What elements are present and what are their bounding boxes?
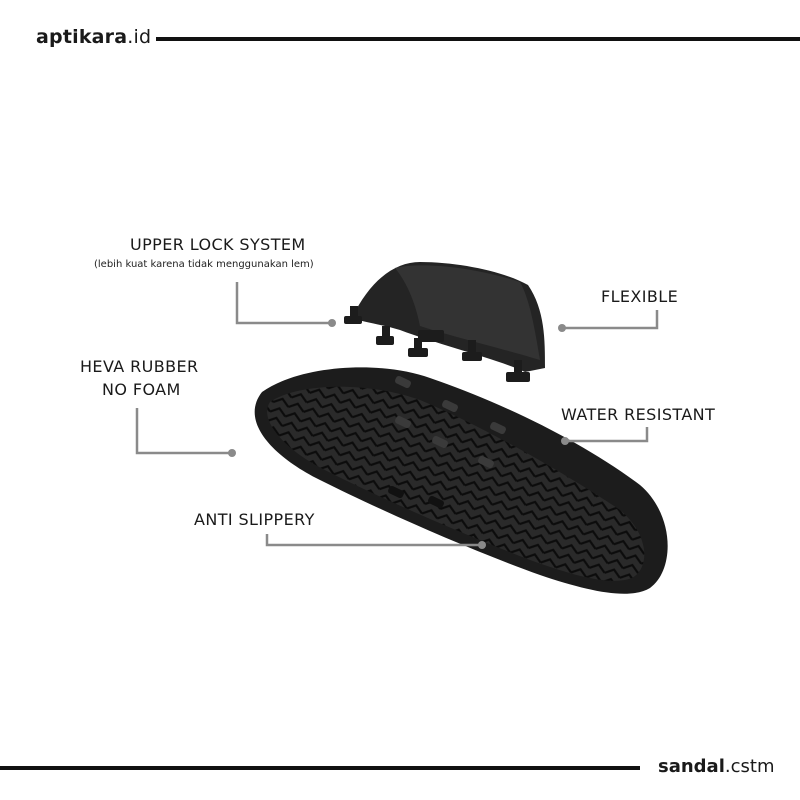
heva-title: HEVA RUBBER [80,357,199,376]
footer-brand-name: sandal [658,756,725,777]
upper-lock-title: UPPER LOCK SYSTEM [130,235,306,254]
anti-slip-line [265,534,482,547]
brand-suffix: .id [127,26,152,48]
no-foam-title: NO FOAM [102,380,181,399]
flexible-line [562,310,659,330]
footer-rule [0,766,640,770]
anti-slippery-title: ANTI SLIPPERY [194,510,315,529]
brand-logo-bottom: sandal.cstm [658,756,774,777]
upper-lock-subtitle: (lebih kuat karena tidak menggunakan lem… [94,259,314,270]
callout-dots [228,319,569,549]
callout-lines [135,282,659,547]
heva-line [135,408,232,455]
brand-logo-top: aptikara.id [36,26,151,48]
footer-brand-suffix: .cstm [724,756,775,777]
brand-name: aptikara [36,26,128,48]
header-rule [156,37,800,41]
water-line [565,427,649,443]
upper-lock-line [235,282,332,325]
upper-strap-icon [344,262,545,382]
flexible-title: FLEXIBLE [601,287,679,306]
water-resistant-title: WATER RESISTANT [561,405,716,424]
sole-icon [254,367,668,594]
